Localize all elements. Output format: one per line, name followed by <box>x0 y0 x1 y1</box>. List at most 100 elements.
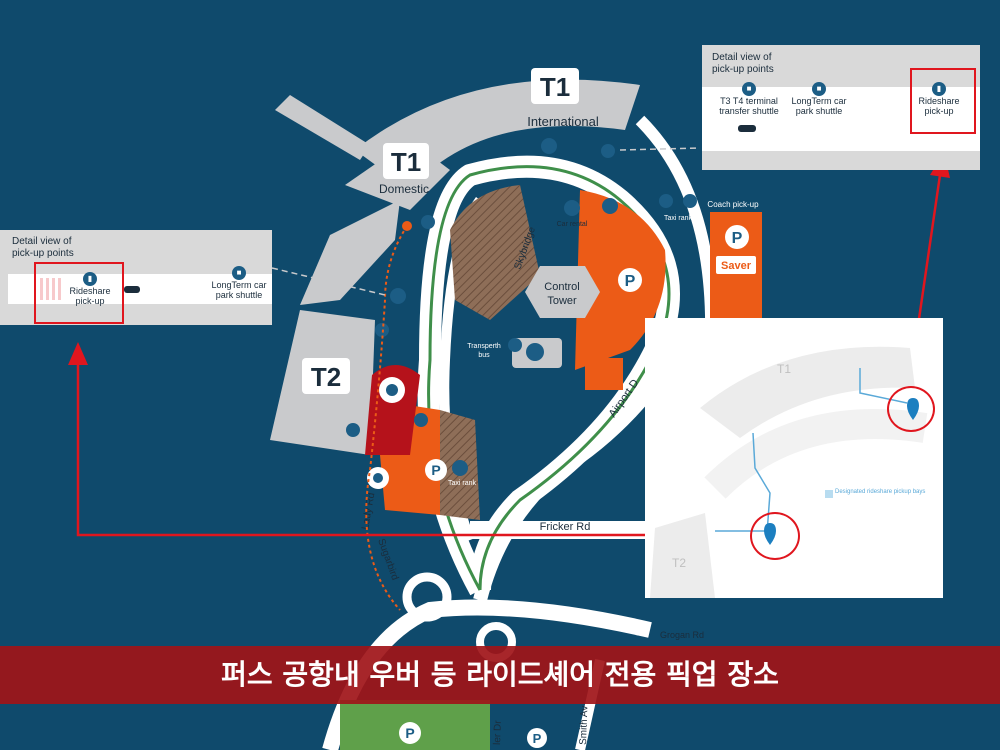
parking-icon <box>527 728 547 748</box>
inset-map: T1 T2 Designated rideshare pickup bays <box>645 318 943 598</box>
highlight-box-right <box>910 68 976 134</box>
inset-t2-label: T2 <box>672 556 687 570</box>
taxi-rank-top-label: Taxi rank <box>664 215 693 222</box>
detail-strip <box>702 87 980 151</box>
bus-icon <box>683 194 697 208</box>
shuttle-icon <box>346 423 360 437</box>
t1-intl-label: International <box>527 114 599 129</box>
car-icon <box>124 286 140 293</box>
t1-domestic-code: T1 <box>391 147 421 177</box>
inset-legend-label: Designated rideshare pickup bays <box>835 489 926 495</box>
caption-bar <box>0 646 1000 704</box>
saver-label: Saver <box>721 260 752 272</box>
smith-av-label: Smith Av <box>578 705 590 745</box>
item-line2: transfer shuttle <box>719 106 779 116</box>
bus-icon <box>541 138 557 154</box>
bus-icon <box>526 343 544 361</box>
item-line2: pick-up <box>75 296 105 306</box>
taxi-rank-bottom-label: Taxi rank <box>448 480 477 487</box>
car-rental-label: Car rental <box>557 221 588 228</box>
t1-domestic-label: Domestic <box>379 182 429 196</box>
parking-symbol: P <box>405 725 414 741</box>
saver-badge <box>716 256 756 274</box>
phone-icon: ▮ <box>932 82 946 96</box>
transperth-label-2: bus <box>478 352 490 359</box>
inset-legend-swatch <box>825 490 833 498</box>
parking-symbol: P <box>533 731 542 746</box>
t2-shortterm-carpark <box>365 365 420 455</box>
item-line2: park shuttle <box>795 106 843 116</box>
inset-highlight-t1 <box>887 386 935 432</box>
item-line2: pick-up <box>924 106 954 116</box>
car-icon <box>564 200 580 216</box>
main-loop-green-line <box>427 165 671 591</box>
detail-title-line1: Detail view of <box>12 236 72 247</box>
inset-highlight-t2 <box>750 512 800 560</box>
detail-item-rideshare: ▮ Rideshare pick-up <box>908 82 970 116</box>
control-tower <box>525 266 600 318</box>
parking-symbol: P <box>732 230 743 247</box>
bus-icon <box>390 288 406 304</box>
bus-icon: ■ <box>812 82 826 96</box>
inset-road-arc <box>704 409 928 499</box>
parking-symbol: P <box>625 273 636 290</box>
red-arrowhead-left <box>68 342 88 365</box>
inset-t1-label: T1 <box>777 362 792 376</box>
transperth-label-1: Transperth <box>467 343 501 350</box>
highlight-box-left <box>34 262 124 324</box>
caption-text: 퍼스 공항내 우버 등 라이드셰어 전용 픽업 장소 <box>221 658 779 691</box>
hatched-area-top <box>450 185 540 320</box>
parking-icon <box>618 268 642 292</box>
parking-icon <box>725 225 749 249</box>
detail-card-left: Detail view of pick-up points ▮ Rideshar… <box>0 230 272 325</box>
t2-pier <box>300 200 400 305</box>
item-line2: park shuttle <box>215 290 263 300</box>
control-tower-label-2: Tower <box>547 295 577 307</box>
t1-intl-badge <box>531 68 579 104</box>
item-line1: Rideshare <box>69 286 111 296</box>
coach-pickup-label: Coach pick-up <box>707 200 759 209</box>
accessible-icon <box>414 413 428 427</box>
inset-t2-building <box>650 513 715 598</box>
shuttle-icon <box>601 144 615 158</box>
grogan-rd-label: Grogan Rd <box>660 630 704 640</box>
parking-icon <box>425 459 447 481</box>
inset-t1-building <box>700 346 915 438</box>
roundabout-1 <box>402 572 452 622</box>
phone-icon: ▮ <box>83 272 97 286</box>
item-line1: T3 T4 terminal <box>720 96 778 106</box>
detail-title-line2: pick-up points <box>12 248 74 259</box>
detail-card-right: Detail view of pick-up points ■ T3 T4 te… <box>702 45 980 170</box>
rideshare-dot <box>402 221 412 231</box>
item-line1: LongTerm car <box>791 96 847 106</box>
item-line1: Rideshare <box>918 96 960 106</box>
orange-carpark-small <box>585 358 623 390</box>
taxi-icon <box>659 194 673 208</box>
detail-title-line1: Detail view of <box>712 52 772 63</box>
t2-code: T2 <box>311 362 341 392</box>
detail-item-transfer-shuttle: ■ T3 T4 terminal transfer shuttle <box>710 82 788 116</box>
detail-item-longterm-shuttle: ■ LongTerm car park shuttle <box>200 266 278 300</box>
parking-symbol: P <box>431 462 440 478</box>
domestic-pier <box>275 95 370 160</box>
bus-icon: ■ <box>232 266 246 280</box>
t1-intl-code: T1 <box>540 72 570 102</box>
t1-domestic-badge <box>383 143 429 179</box>
taxi-icon <box>452 460 468 476</box>
fricker-rd-label: Fricker Rd <box>540 521 591 533</box>
parking-icon <box>399 722 421 744</box>
red-arrow-left <box>76 350 770 537</box>
item-line1: LongTerm car <box>211 280 267 290</box>
pedestrian-crossing <box>40 278 62 300</box>
bus-icon: ■ <box>742 82 756 96</box>
t2-badge <box>302 358 350 394</box>
detail-item-rideshare: ▮ Rideshare pick-up <box>52 272 128 306</box>
detail-item-longterm-shuttle: ■ LongTerm car park shuttle <box>784 82 854 116</box>
bottom-dr-label: ler Dr <box>492 720 504 745</box>
connector-dashed-right <box>619 147 701 151</box>
control-tower-label-1: Control <box>544 281 579 293</box>
detail-title-line2: pick-up points <box>712 64 774 75</box>
shuttle-icon <box>421 215 435 229</box>
car-icon <box>738 125 756 132</box>
accessible-icon <box>602 198 618 214</box>
